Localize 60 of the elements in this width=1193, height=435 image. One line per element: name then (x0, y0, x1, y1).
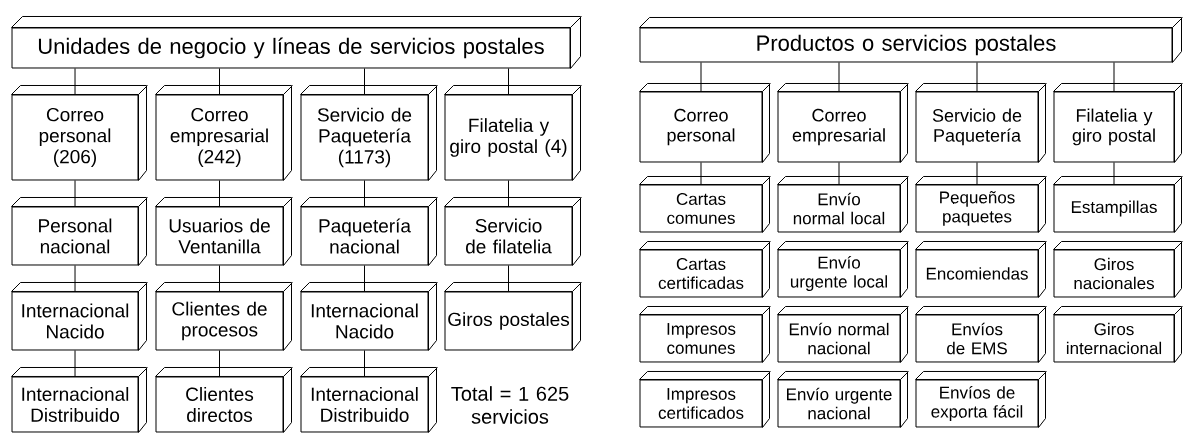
box-3d: Correo personal (206) (11, 85, 148, 181)
box-3d: Personal nacional (11, 197, 148, 266)
connector-line (364, 180, 365, 207)
box-3d: Correo empresarial (242) (155, 85, 293, 181)
box-3d: Paquetería nacional (300, 197, 438, 266)
box-3d: Estampillas (1053, 176, 1183, 233)
connector-line (508, 68, 509, 95)
connector-line (700, 62, 702, 92)
box-3d: Productos o servicios postales (639, 17, 1183, 63)
box-3d: Filatelia y giro postal (1053, 83, 1183, 163)
box-3d: Cartas certificadas (639, 241, 771, 298)
connector-line (838, 62, 840, 92)
box-3d: Unidades de negocio y líneas de servicios postales (11, 16, 582, 69)
connector-line (700, 162, 702, 185)
connector-line (838, 162, 840, 185)
connector-line (74, 180, 76, 207)
box-3d: Pequeños paquetes (915, 176, 1047, 233)
box-3d: Impresos comunes (639, 306, 771, 363)
box-3d: Filatelia y giro postal (4) (444, 85, 582, 181)
box-3d: Envío urgente nacional (777, 371, 909, 428)
box-3d: Envío urgente local (777, 241, 909, 298)
connector-line (364, 265, 365, 292)
box-3d: Envío normal local (777, 176, 909, 233)
box-3d: Internacional Nacido (11, 282, 148, 351)
box-3d: Correo personal (639, 83, 771, 163)
box-3d: Encomiendas (915, 241, 1047, 298)
box-3d: Servicio de Paquetería (1173) (300, 85, 438, 181)
box-3d: Cartas comunes (639, 176, 771, 233)
connector-line (1113, 62, 1115, 92)
box-3d: Giros nacionales (1053, 241, 1183, 298)
connector-line (976, 162, 978, 185)
note-text: Total = 1 625 servicios (451, 386, 569, 424)
box-3d: Envíos de exporta fácil (915, 371, 1047, 428)
connector-line (508, 265, 509, 292)
connector-line (219, 350, 220, 377)
connector-line (364, 68, 365, 95)
box-3d: Internacional Nacido (300, 282, 438, 351)
box-3d: Impresos certificados (639, 371, 771, 428)
connector-line (74, 68, 76, 95)
connector-line (74, 350, 76, 377)
box-3d: Internacional Distribuido (300, 367, 438, 433)
box-3d: Envíos de EMS (915, 306, 1047, 363)
connector-line (219, 265, 220, 292)
box-3d: Servicio de Paquetería (915, 83, 1047, 163)
connector-line (219, 180, 220, 207)
connector-line (219, 68, 220, 95)
connector-line (364, 350, 365, 377)
box-3d: Internacional Distribuido (11, 367, 148, 433)
connector-line (1113, 162, 1115, 185)
box-3d: Servicio de filatelia (444, 197, 582, 266)
box-3d: Clientes de procesos (155, 282, 293, 351)
box-3d: Correo empresarial (777, 83, 909, 163)
connector-line (508, 180, 509, 207)
box-3d: Envío normal nacional (777, 306, 909, 363)
connector-line (74, 265, 76, 292)
box-3d: Clientes directos (155, 367, 293, 433)
connector-line (976, 62, 978, 92)
box-3d: Usuarios de Ventanilla (155, 197, 293, 266)
box-3d: Giros internacional (1053, 306, 1183, 363)
box-3d: Giros postales (444, 282, 582, 351)
